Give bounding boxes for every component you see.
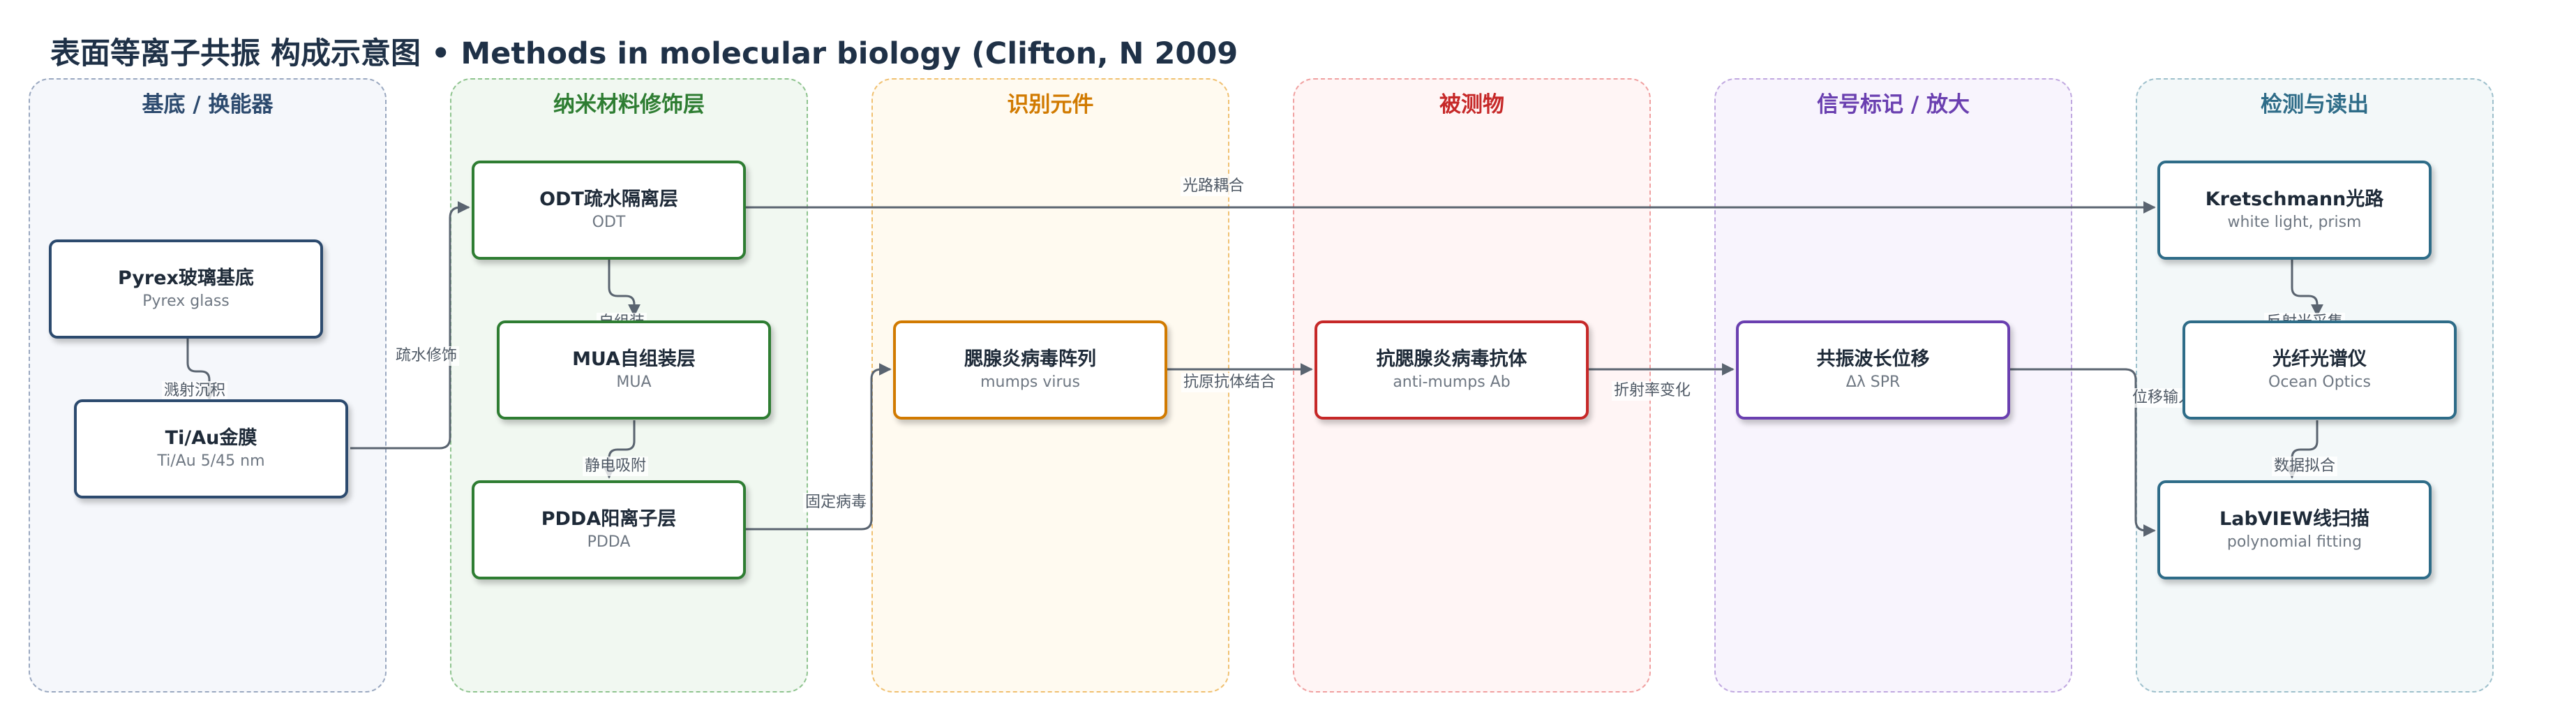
node-labview-scan: LabVIEW线扫描 polynomial fitting <box>2157 480 2432 579</box>
node-title: Kretschmann光路 <box>2205 188 2384 210</box>
node-odt-layer: ODT疏水隔离层 ODT <box>472 161 746 260</box>
panel-title-signal: 信号标记 / 放大 <box>1817 92 1970 117</box>
node-subtitle: ODT <box>592 214 626 231</box>
edge-data-fitting <box>2286 420 2319 479</box>
edge-reflected-light <box>2291 260 2323 317</box>
node-title: PDDA阳离子层 <box>541 508 677 530</box>
edge-sputter <box>186 339 216 401</box>
edge-label-refractive: 折射率变化 <box>1611 381 1693 401</box>
node-subtitle: mumps virus <box>980 373 1080 391</box>
edge-immobilize <box>746 363 892 531</box>
node-title: 共振波长位移 <box>1816 348 1930 370</box>
node-kretschmann-optics: Kretschmann光路 white light, prism <box>2157 161 2432 260</box>
node-title: LabVIEW线扫描 <box>2219 508 2369 530</box>
node-pdda-layer: PDDA阳离子层 PDDA <box>472 480 746 579</box>
edge-label-electrostatic: 静电吸附 <box>582 457 649 476</box>
edge-label-optical-coupling: 光路耦合 <box>1180 177 1247 196</box>
edge-label-sputter: 溅射沉积 <box>161 381 228 401</box>
node-mua-layer: MUA自组装层 MUA <box>497 320 771 420</box>
panel-title-analyte: 被测物 <box>1439 92 1504 117</box>
node-subtitle: white light, prism <box>2227 214 2362 231</box>
panel-title-recognition: 识别元件 <box>1007 92 1094 117</box>
node-subtitle: polynomial fitting <box>2226 533 2362 551</box>
edge-label-data-fitting: 数据拟合 <box>2271 457 2338 476</box>
node-title: MUA自组装层 <box>572 348 696 370</box>
node-title: 抗腮腺炎病毒抗体 <box>1376 348 1527 370</box>
node-title: 腮腺炎病毒阵列 <box>964 348 1096 370</box>
node-resonance-shift: 共振波长位移 Δλ SPR <box>1736 320 2010 420</box>
node-title: Ti/Au金膜 <box>165 427 257 449</box>
node-subtitle: Pyrex glass <box>142 293 230 310</box>
panel-title-nanomaterial: 纳米材料修饰层 <box>553 92 705 117</box>
edge-selfassembly <box>608 260 641 317</box>
node-pyrex-substrate: Pyrex玻璃基底 Pyrex glass <box>49 239 323 339</box>
node-ti-au-film: Ti/Au金膜 Ti/Au 5/45 nm <box>74 399 348 498</box>
node-subtitle: MUA <box>616 373 652 391</box>
edge-electrostatic <box>603 420 636 479</box>
node-mumps-virus-array: 腮腺炎病毒阵列 mumps virus <box>893 320 1167 420</box>
node-title: 光纤光谱仪 <box>2272 348 2367 370</box>
node-subtitle: Ocean Optics <box>2268 373 2371 391</box>
edge-label-immobilize: 固定病毒 <box>802 493 869 512</box>
panel-title-detection: 检测与读出 <box>2261 92 2369 117</box>
node-anti-mumps-antibody: 抗腮腺炎病毒抗体 anti-mumps Ab <box>1315 320 1589 420</box>
panel-title-substrate: 基底 / 换能器 <box>142 92 274 117</box>
node-title: Pyrex玻璃基底 <box>118 267 254 289</box>
node-subtitle: Δλ SPR <box>1845 373 1901 391</box>
node-fiber-spectrometer: 光纤光谱仪 Ocean Optics <box>2182 320 2457 420</box>
edge-hydrophobic <box>350 201 470 450</box>
node-subtitle: anti-mumps Ab <box>1393 373 1511 391</box>
edge-shift-input <box>2010 368 2156 537</box>
edge-label-hydrophobic: 疏水修饰 <box>393 346 460 366</box>
diagram-title: 表面等离子共振 构成示意图 • Methods in molecular bio… <box>50 36 1238 71</box>
node-subtitle: Ti/Au 5/45 nm <box>157 452 265 470</box>
edge-label-antigen-antibody: 抗原抗体结合 <box>1181 373 1278 392</box>
node-subtitle: PDDA <box>587 533 631 551</box>
node-title: ODT疏水隔离层 <box>539 188 678 210</box>
